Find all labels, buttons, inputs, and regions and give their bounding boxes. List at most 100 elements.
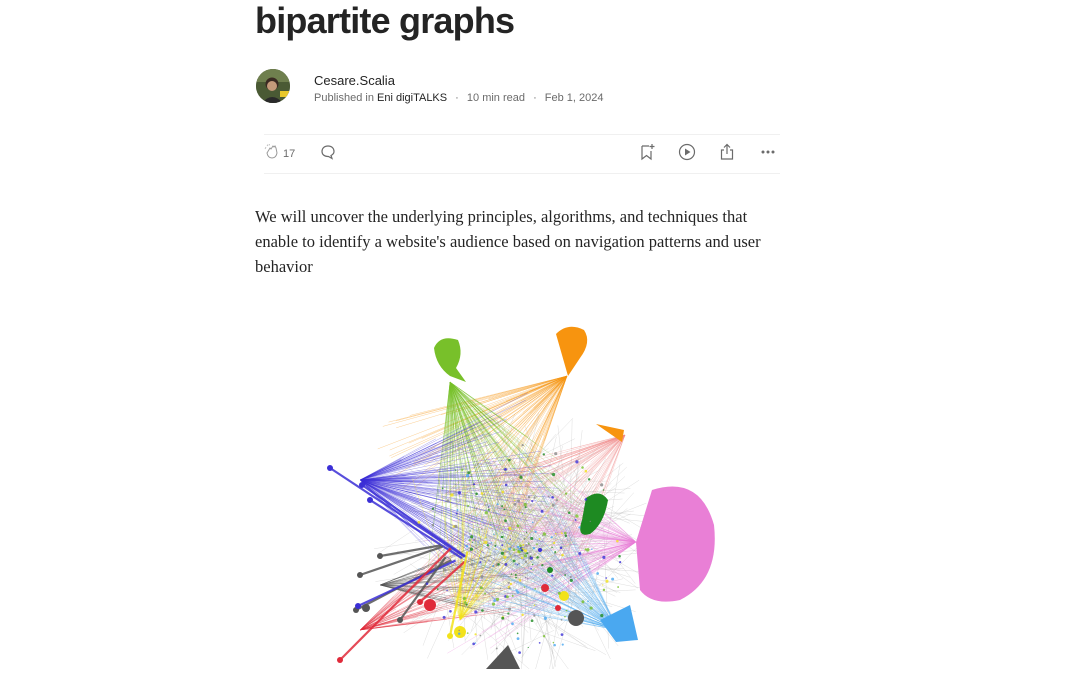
graph-node: [522, 513, 524, 515]
graph-node: [470, 548, 473, 551]
article-lede: We will uncover the underlying principle…: [255, 204, 785, 279]
graph-node: [562, 644, 564, 646]
graph-node: [470, 530, 471, 531]
graph-node: [417, 521, 420, 524]
graph-node: [513, 548, 516, 551]
graph-node: [519, 476, 522, 479]
graph-node: [554, 551, 556, 553]
publication-line: Published in Eni digiTALKS · 10 min read…: [314, 92, 604, 104]
graph-node: [496, 548, 497, 549]
graph-node: [526, 552, 528, 554]
graph-node: [468, 539, 470, 541]
graph-node: [581, 466, 584, 469]
graph-node: [526, 532, 527, 533]
graph-node: [564, 574, 566, 576]
graph-hub-node: [556, 327, 587, 376]
share-button[interactable]: [719, 145, 735, 163]
graph-node: [517, 499, 520, 502]
graph-node: [514, 500, 515, 501]
graph-node: [475, 594, 477, 596]
graph-node: [470, 497, 471, 498]
article-title: bipartite graphs: [255, 0, 514, 44]
graph-node: [590, 606, 593, 609]
graph-node: [541, 510, 544, 513]
graph-node: [590, 521, 591, 522]
graph-node: [548, 496, 550, 498]
graph-node: [524, 554, 527, 557]
graph-node: [510, 539, 511, 540]
graph-node: [521, 614, 523, 616]
graph-node: [514, 503, 517, 506]
graph-node: [501, 552, 504, 555]
graph-node: [450, 493, 453, 496]
graph-node: [570, 579, 573, 582]
graph-node: [508, 582, 510, 584]
comment-button[interactable]: [320, 145, 336, 163]
graph-node: [519, 545, 522, 548]
graph-node: [596, 572, 599, 575]
graph-node: [456, 513, 458, 515]
graph-node: [543, 453, 545, 455]
graph-node: [551, 546, 553, 548]
graph-node: [473, 483, 475, 485]
graph-node: [553, 642, 554, 643]
graph-node: [554, 553, 556, 555]
play-icon: [678, 143, 696, 166]
graph-node: [447, 500, 450, 503]
graph-node: [465, 600, 467, 602]
graph-node: [591, 548, 593, 550]
graph-node: [445, 523, 447, 525]
graph-node: [466, 474, 469, 477]
graph-node: [554, 452, 557, 455]
save-button[interactable]: [639, 145, 655, 163]
graph-node: [552, 473, 555, 476]
graph-node: [494, 545, 496, 547]
graph-node: [586, 548, 589, 551]
graph-node: [471, 563, 474, 566]
publish-date: Feb 1, 2024: [545, 92, 604, 104]
graph-node: [528, 647, 529, 648]
graph-node: [470, 535, 473, 538]
graph-node: [515, 563, 516, 564]
graph-node: [603, 589, 605, 591]
graph-node: [524, 586, 526, 588]
graph-node: [551, 536, 553, 538]
graph-node: [516, 524, 519, 527]
graph-node: [611, 578, 614, 581]
graph-node: [501, 491, 504, 494]
bipartite-graph-image: [300, 320, 740, 669]
graph-node: [467, 505, 469, 507]
more-options-button[interactable]: [760, 145, 776, 163]
graph-node: [479, 561, 481, 563]
article-figure: [300, 320, 740, 669]
share-icon: [719, 143, 735, 166]
graph-node: [534, 588, 536, 590]
publication-link[interactable]: Eni digiTALKS: [377, 92, 447, 104]
listen-button[interactable]: [678, 145, 696, 163]
graph-node: [480, 586, 483, 589]
graph-node: [561, 554, 564, 557]
graph-node: [362, 604, 370, 612]
graph-node: [499, 519, 500, 520]
graph-node: [504, 563, 507, 566]
avatar[interactable]: [256, 69, 290, 103]
graph-node: [516, 591, 519, 594]
graph-node: [535, 531, 537, 533]
graph-node: [487, 544, 489, 546]
graph-node: [536, 543, 538, 545]
graph-node: [521, 549, 523, 551]
graph-node: [519, 579, 522, 582]
graph-edge: [460, 553, 524, 620]
graph-node: [510, 583, 512, 585]
graph-node: [589, 568, 590, 569]
graph-node: [458, 630, 460, 632]
graph-node: [588, 478, 590, 480]
author-name[interactable]: Cesare.Scalia: [314, 73, 395, 88]
graph-node: [553, 644, 556, 647]
graph-node: [578, 552, 581, 555]
graph-node: [525, 544, 527, 546]
graph-node: [563, 593, 565, 595]
graph-node: [511, 573, 513, 575]
clap-button[interactable]: 17: [264, 145, 295, 163]
graph-node: [536, 556, 538, 558]
